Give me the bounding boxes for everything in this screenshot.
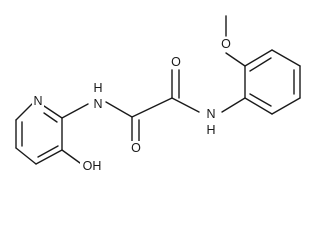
atom-n-pyridine: N: [32, 94, 44, 108]
molecule-svg: N H N O O N H O OH: [15, 15, 301, 174]
atom-oh: OH: [80, 158, 104, 174]
bond: [244, 49, 273, 67]
bond: [15, 101, 35, 121]
bond: [249, 93, 272, 107]
bond: [271, 97, 301, 115]
atom-label-n-right: N: [206, 107, 215, 121]
atom-o-upper: O: [169, 55, 183, 69]
benzene-ring: [244, 49, 301, 115]
pyridine-ring: [15, 101, 63, 165]
bond: [249, 57, 272, 72]
bond: [221, 97, 246, 113]
atom-label-o-upper: O: [171, 55, 181, 69]
bond: [35, 149, 63, 165]
atom-nh-right: N H: [203, 105, 218, 138]
atom-label-oh: OH: [83, 159, 102, 173]
atom-o-methoxy: O: [219, 37, 233, 51]
bond: [61, 103, 89, 119]
bond: [171, 97, 200, 113]
bond: [131, 97, 173, 118]
atom-label-n-pyridine: N: [33, 94, 42, 108]
bond: [61, 149, 81, 164]
bond: [225, 52, 246, 67]
bond: [15, 147, 37, 165]
atom-label-o-methoxy: O: [221, 37, 231, 51]
atom-label-h-right: H: [206, 123, 215, 137]
atom-label-o-lower: O: [131, 141, 141, 155]
bond: [43, 112, 58, 123]
bond: [271, 49, 301, 67]
bond: [244, 97, 273, 115]
atom-nh-left: H N: [91, 81, 105, 112]
atom-label-h-left: H: [93, 81, 102, 95]
structure-diagram: N H N O O N H O OH: [15, 15, 301, 174]
bond: [43, 105, 63, 119]
bond: [105, 101, 133, 118]
atom-label-n-left: N: [93, 97, 102, 111]
bond: [37, 145, 59, 158]
atom-o-lower: O: [129, 141, 143, 155]
